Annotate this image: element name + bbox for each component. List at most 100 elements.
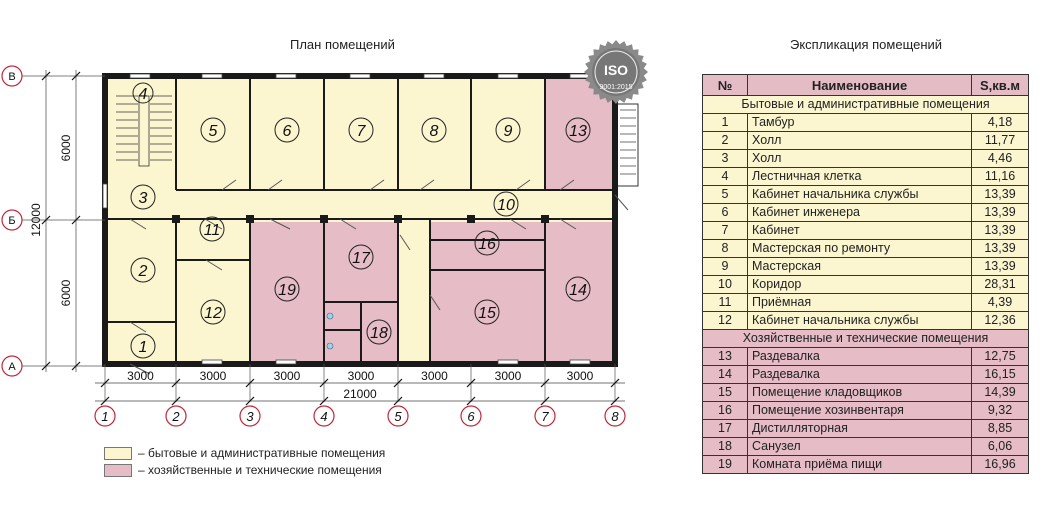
axis-col-1: 1 <box>94 364 116 427</box>
room-number: 9 <box>504 123 513 140</box>
cell-no: 4 <box>702 167 748 186</box>
cell-name: Санузел <box>747 437 972 456</box>
cell-no: 16 <box>702 401 748 420</box>
axis-col-5: 5 <box>387 364 409 427</box>
explication-table: № Наименование S,кв.м Бытовые и админист… <box>702 74 1029 474</box>
room-number: 11 <box>204 222 221 239</box>
room-label-3: 3 <box>130 184 156 210</box>
iso-badge-icon: ISO 9001:2015 <box>584 40 648 104</box>
cell-area: 11,16 <box>971 167 1029 186</box>
cell-area: 14,39 <box>971 383 1029 402</box>
svg-text:4: 4 <box>320 409 327 424</box>
cell-area: 13,39 <box>971 185 1029 204</box>
cell-name: Помещение хозинвентаря <box>747 401 972 420</box>
dim-segment: 3000 <box>421 369 448 383</box>
cell-area: 13,39 <box>971 203 1029 222</box>
iso-badge-bottom: 9001:2015 <box>599 84 632 91</box>
room-number: 15 <box>478 305 496 322</box>
room-number: 1 <box>139 339 148 356</box>
cell-no: 17 <box>702 419 748 438</box>
axis-col-8: 8 <box>604 364 626 427</box>
cell-name: Кабинет <box>747 221 972 240</box>
axis-col-6: 6 <box>460 364 482 427</box>
cell-name: Мастерская по ремонту <box>747 239 972 258</box>
room-label-15: 15 <box>474 299 500 325</box>
room-label-11: 11 <box>199 216 225 242</box>
cell-no: 7 <box>702 221 748 240</box>
svg-text:В: В <box>8 71 15 83</box>
axis-col-2: 2 <box>165 364 187 427</box>
cell-area: 4,46 <box>971 149 1029 168</box>
cell-name: Комната приёма пищи <box>747 455 972 474</box>
svg-text:А: А <box>8 361 16 373</box>
room-label-16: 16 <box>474 230 500 256</box>
room-label-10: 10 <box>493 191 519 217</box>
cell-area: 13,39 <box>971 239 1029 258</box>
room-label-8: 8 <box>421 117 447 143</box>
cell-no: 11 <box>702 293 748 312</box>
svg-text:Б: Б <box>8 215 15 227</box>
axis-col-4: 4 <box>313 364 335 427</box>
cell-no: 19 <box>702 455 748 474</box>
room-label-9: 9 <box>495 117 521 143</box>
room-label-4: 4 <box>132 82 154 104</box>
room-number: 16 <box>478 236 496 253</box>
room-label-6: 6 <box>274 117 300 143</box>
cell-area: 13,39 <box>971 257 1029 276</box>
svg-text:1: 1 <box>101 409 108 424</box>
cell-no: 18 <box>702 437 748 456</box>
legend-swatch-admin <box>104 446 132 460</box>
cell-area: 9,32 <box>971 401 1029 420</box>
cell-name: Помещение кладовщиков <box>747 383 972 402</box>
room-number: 3 <box>139 190 148 207</box>
room-label-19: 19 <box>274 276 300 302</box>
legend-label-tech: – хозяйственные и технические помещения <box>138 463 382 477</box>
dim-left: 6000 <box>59 134 73 161</box>
svg-text:6: 6 <box>467 409 475 424</box>
axis-col-7: 7 <box>534 364 556 427</box>
room-label-2: 2 <box>130 257 156 283</box>
cell-name: Приёмная <box>747 293 972 312</box>
room-label-18: 18 <box>366 319 392 345</box>
section-header: Бытовые и административные помещения <box>702 95 1029 114</box>
cell-no: 8 <box>702 239 748 258</box>
legend-item-tech: – хозяйственные и технические помещения <box>104 463 382 477</box>
section-title: Бытовые и административные помещения <box>702 95 1029 114</box>
svg-text:5: 5 <box>394 409 402 424</box>
room-label-5: 5 <box>200 117 226 143</box>
cell-name: Кабинет начальника службы <box>747 185 972 204</box>
plan-title: План помещений <box>290 37 395 52</box>
cell-name: Лестничная клетка <box>747 167 972 186</box>
cell-area: 13,39 <box>971 221 1029 240</box>
axis-row-А: А <box>1 355 105 377</box>
room-number: 18 <box>370 325 388 342</box>
cell-name: Раздевалка <box>747 365 972 384</box>
room-number: 13 <box>569 123 587 140</box>
cell-area: 4,39 <box>971 293 1029 312</box>
cell-area: 4,18 <box>971 113 1029 132</box>
room-number: 8 <box>430 123 439 140</box>
dim-left: 6000 <box>59 279 73 306</box>
cell-name: Холл <box>747 149 972 168</box>
legend-label-admin: – бытовые и административные помещения <box>138 446 386 460</box>
cell-no: 15 <box>702 383 748 402</box>
axis-row-Б: Б <box>1 209 105 231</box>
svg-text:8: 8 <box>611 409 619 424</box>
col-header-area: S,кв.м <box>971 74 1029 96</box>
room-number: 5 <box>209 123 218 140</box>
section-title: Хозяйственные и технические помещения <box>702 329 1029 348</box>
iso-badge-top: ISO <box>604 62 628 78</box>
cell-area: 12,36 <box>971 311 1029 330</box>
room-label-1: 1 <box>130 333 156 359</box>
